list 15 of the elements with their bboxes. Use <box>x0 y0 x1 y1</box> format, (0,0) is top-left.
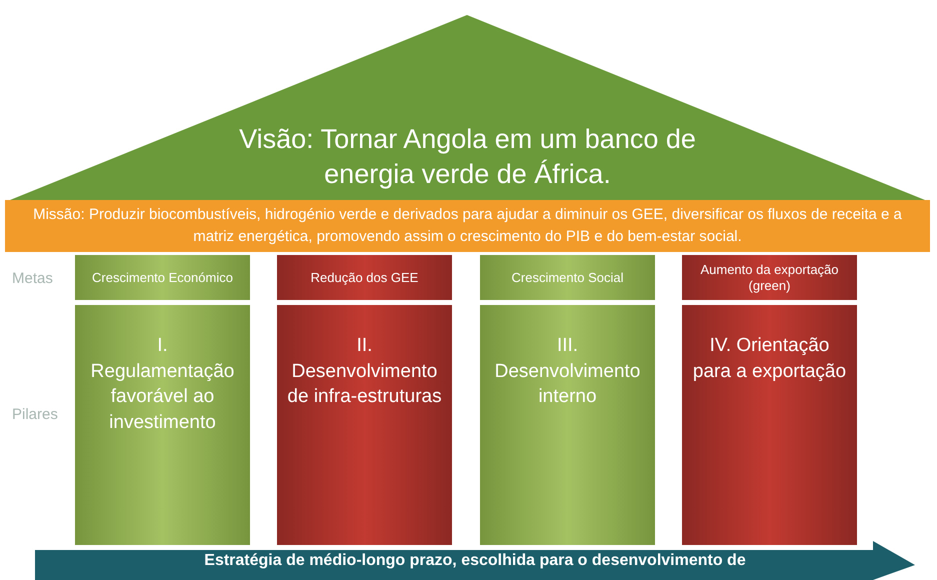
row-label: Pilares <box>12 406 58 423</box>
goal-header: Crescimento Económico <box>75 255 250 300</box>
pillar-column: III. Desenvolvimento interno <box>480 305 655 545</box>
goal-header: Redução dos GEE <box>277 255 452 300</box>
strategy-arrow <box>35 541 915 580</box>
pillar-column: I. Regulamentação favorável ao investimento <box>75 305 250 545</box>
strategy-text: Estratégia de médio-longo prazo, escolhida para o desenvolvimento de <box>204 552 746 570</box>
goal-header: Crescimento Social <box>480 255 655 300</box>
pillar-column: II. Desenvolvimento de infra-estruturas <box>277 305 452 545</box>
goal-header: Aumento da exportação (green) <box>682 255 857 300</box>
mission-band: Missão: Produzir biocombustíveis, hidrogénio verde e derivados para ajudar a diminuir os GEE, diversificar os fluxos de receita e a matriz energética, promovendo assim o crescimento do PIB e do bem-estar social. <box>5 200 930 252</box>
pillar-column: IV. Orientação para a exportação <box>682 305 857 545</box>
roof-triangle <box>10 15 925 200</box>
vision-text: Visão: Tornar Angola em um banco de energia verde de África. <box>238 122 697 191</box>
row-label: Metas <box>12 270 53 287</box>
